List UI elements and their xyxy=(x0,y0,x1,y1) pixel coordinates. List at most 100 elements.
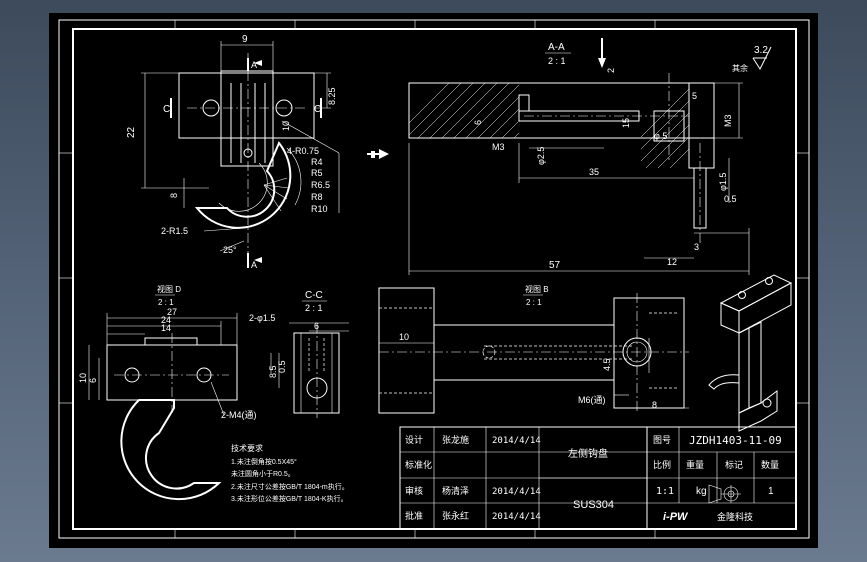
view-d-label: 视图 D xyxy=(157,284,181,294)
dim-aa-phi-1-5: φ1.5 xyxy=(718,173,728,191)
dim-25-deg: 25° xyxy=(223,245,237,255)
tb-row4-date: 2014/4/14 xyxy=(492,512,541,522)
tb-row1-name: 张龙施 xyxy=(442,434,469,445)
dim-aa-5: 5 xyxy=(692,91,697,101)
dim-d-24: 24 xyxy=(161,315,171,325)
dim-r10: R10 xyxy=(311,204,328,214)
dim-aa-0-5: 0.5 xyxy=(724,194,737,204)
notes-line-1: 1.未注倒角按0.5X45° xyxy=(231,457,297,466)
tb-row4-role: 批准 xyxy=(405,510,423,521)
dim-4-r0-75: 4-R0.75 xyxy=(287,146,319,156)
top-left-dims: 9 A A C C 22 8.25 10 8 4-R0.75 R4 R5 R6.… xyxy=(126,34,337,270)
tb-scale: 1:1 xyxy=(656,486,674,497)
notes-line-3: 2.未注尺寸公差按GB/T 1804-m执行。 xyxy=(231,482,349,491)
dim-r6-5: R6.5 xyxy=(311,180,330,190)
dim-cc-6: 6 xyxy=(314,321,319,331)
section-aa-dims: 2 5 6 M3 M3 φ2.5 φ 5 15 35 φ1.5 0.5 3 12… xyxy=(473,68,737,271)
dim-22: 22 xyxy=(126,126,137,138)
dim-aa-57: 57 xyxy=(549,260,561,271)
view-d-scale: 2 : 1 xyxy=(158,298,174,307)
roughness-value: 3.2 xyxy=(754,45,768,56)
view-b-label: 视图 B xyxy=(525,284,549,294)
cut-label-a-top: A xyxy=(251,60,257,70)
tb-drawing-no: JZDH1403-11-09 xyxy=(689,434,782,447)
view-direction-arrow xyxy=(367,149,389,159)
tb-unit: kg xyxy=(696,486,707,497)
dim-b-8: 8 xyxy=(652,400,657,410)
dim-aa-2: 2 xyxy=(606,68,616,73)
inner-frame xyxy=(72,28,797,530)
title-block-text: 设计 张龙施 2014/4/14 标准化 审核 杨清泽 2014/4/14 批准… xyxy=(405,434,782,523)
section-cc-view: C-C 2 : 1 xyxy=(270,290,349,418)
cut-label-a-bottom: A xyxy=(251,260,257,270)
section-cc-label: C-C xyxy=(305,290,323,301)
section-cc-scale: 2 : 1 xyxy=(305,303,323,313)
dim-cc-2-phi-1-5: 2-φ1.5 xyxy=(249,313,275,323)
view-b-dims: 10 4.5 8 M6(通) xyxy=(399,332,657,410)
dim-d-14: 14 xyxy=(161,323,171,333)
tb-label-drawing-no: 图号 xyxy=(653,435,671,445)
tb-part-name: 左侧钩盘 xyxy=(568,447,608,460)
dim-aa-m3: M3 xyxy=(492,142,505,152)
roughness-rest: 其余 xyxy=(732,63,748,73)
dim-aa-phi-5: φ 5 xyxy=(654,131,667,141)
notes-line-4: 3.未注形位公差按GB/T 1804-K执行。 xyxy=(231,494,348,503)
dim-aa-15: 15 xyxy=(621,118,631,128)
technical-notes: 技术要求 1.未注倒角按0.5X45° 未注圆角小于R0.5。 2.未注尺寸公差… xyxy=(231,443,349,503)
isometric-view xyxy=(708,274,793,432)
dim-cc-8-5: 8.5 xyxy=(268,365,278,378)
projection-symbol-icon xyxy=(708,484,741,504)
tb-label-mark: 标记 xyxy=(725,459,743,470)
dim-d-2-m4: 2-M4(通) xyxy=(221,410,257,420)
tb-company: 金隆科技 xyxy=(717,511,753,522)
dim-r5: R5 xyxy=(311,168,323,178)
dim-cc-0-5: 0.5 xyxy=(277,360,287,373)
tb-material: SUS304 xyxy=(573,499,614,511)
dim-d-27: 27 xyxy=(167,307,177,317)
dim-d-10: 10 xyxy=(78,373,88,383)
dim-9: 9 xyxy=(242,34,248,45)
cut-label-c-left: C xyxy=(163,104,170,115)
tb-row2-role: 标准化 xyxy=(405,459,432,470)
dim-2-r1-5: 2-R1.5 xyxy=(161,226,188,236)
dim-d-6: 6 xyxy=(88,378,98,383)
tb-logo: i-PW xyxy=(663,511,689,523)
roughness-symbol: 3.2 其余 xyxy=(732,45,772,73)
outer-frame xyxy=(58,19,810,539)
top-left-view xyxy=(141,41,340,268)
dim-8-25: 8.25 xyxy=(327,87,337,105)
title-block xyxy=(399,426,797,530)
tb-label-scale: 比例 xyxy=(653,459,671,470)
tb-row1-role: 设计 xyxy=(405,434,423,445)
cut-label-c-right: C xyxy=(314,104,321,115)
dim-8: 8 xyxy=(169,193,179,198)
dim-b-10: 10 xyxy=(399,332,409,342)
dim-b-m6: M6(通) xyxy=(578,395,606,405)
tb-row3-date: 2014/4/14 xyxy=(492,487,541,497)
tb-count: 1 xyxy=(768,486,774,497)
tb-row1-date: 2014/4/14 xyxy=(492,436,541,446)
section-cc-dims: 2-φ1.5 8.5 0.5 6 xyxy=(249,313,319,378)
notes-heading: 技术要求 xyxy=(231,443,263,453)
dim-aa-phi-2-5: φ2.5 xyxy=(536,147,546,165)
notes-line-2: 未注圆角小于R0.5。 xyxy=(231,469,295,478)
dim-r4: R4 xyxy=(311,157,323,167)
dim-aa-35: 35 xyxy=(589,167,599,177)
dim-aa-6: 6 xyxy=(473,120,483,125)
section-aa-view: A-A 2 : 1 xyxy=(408,38,750,275)
view-b-scale: 2 : 1 xyxy=(526,298,542,307)
tb-row3-name: 杨清泽 xyxy=(442,485,469,496)
dim-aa-m3-right: M3 xyxy=(723,114,733,127)
view-b: 视图 B 2 : 1 xyxy=(378,284,689,414)
section-aa-scale: 2 : 1 xyxy=(548,56,566,66)
dim-r8: R8 xyxy=(311,192,323,202)
dim-aa-3: 3 xyxy=(694,242,699,252)
tb-label-qty: 数量 xyxy=(761,459,779,470)
view-d: 视图 D 2 : 1 xyxy=(88,284,238,501)
tb-row4-name: 张永红 xyxy=(442,510,469,521)
dim-10: 10 xyxy=(281,121,291,131)
tb-row3-role: 审核 xyxy=(405,485,423,496)
drawing-canvas: 9 A A C C 22 8.25 10 8 4-R0.75 R4 R5 R6.… xyxy=(49,13,818,548)
section-aa-label: A-A xyxy=(548,42,565,53)
zone-ticks xyxy=(59,20,809,538)
